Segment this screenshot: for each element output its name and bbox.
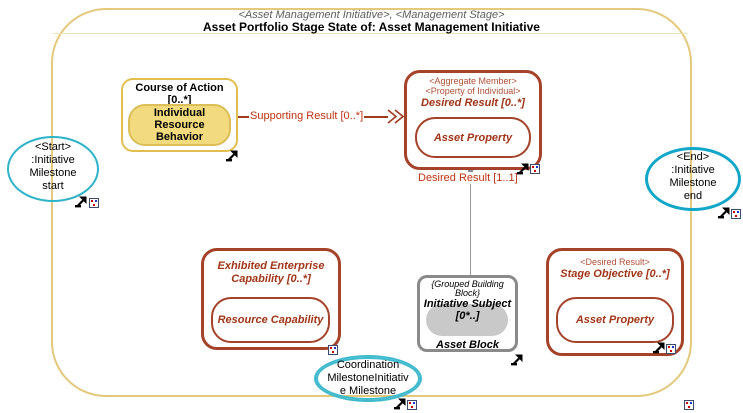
node-stage-objective[interactable]: <Desired Result> Stage Objective [0..*] … — [546, 248, 684, 356]
node-initiative-subject[interactable]: {Grouped Building Block} Initiative Subj… — [417, 275, 518, 352]
goto-arrow-icon[interactable] — [511, 354, 523, 366]
goto-arrow-icon[interactable] — [226, 150, 238, 162]
goto-arrow-icon[interactable] — [718, 207, 730, 219]
desired-result-edge-anchor — [468, 168, 473, 172]
supporting-result-label[interactable]: Supporting Result [0..*] — [249, 110, 365, 122]
element-badge-icon — [530, 164, 540, 174]
exhibited-capability-title: Exhibited Enterprise Capability [0..*] — [217, 260, 325, 285]
node-end-milestone[interactable]: <End> :Initiative Milestone end — [645, 147, 741, 211]
desired-result-stereotypes: <Aggregate Member> <Property of Individu… — [425, 76, 521, 96]
element-badge-icon — [407, 400, 417, 410]
initiative-subject-stereotype: {Grouped Building Block} — [431, 279, 504, 298]
desired-result-title: Desired Result [0..*] — [421, 97, 525, 109]
diagram-title: Asset Portfolio Stage State of: Asset Ma… — [203, 20, 540, 34]
diagram-stereotype: <Asset Management Initiative>, <Manageme… — [238, 9, 505, 21]
node-coordination-milestone[interactable]: Coordination MilestoneInitiativ e Milest… — [314, 355, 422, 402]
initiative-subject-pill — [426, 304, 508, 336]
part-asset-property[interactable]: Asset Property — [556, 297, 674, 343]
node-start-milestone[interactable]: <Start> :Initiative Milestone start — [7, 136, 99, 202]
frame-title-separator — [53, 33, 688, 34]
course-of-action-title: Course of Action [0..*] — [135, 82, 224, 106]
desired-result-edge[interactable] — [470, 171, 471, 276]
part-asset-property[interactable]: Asset Property — [415, 117, 531, 158]
initiative-subject-multiplicity: [0*..] — [455, 310, 480, 322]
goto-arrow-icon[interactable] — [75, 196, 87, 208]
part-resource-capability[interactable]: Resource Capability — [211, 297, 330, 343]
node-exhibited-capability[interactable]: Exhibited Enterprise Capability [0..*] R… — [201, 248, 341, 350]
goto-arrow-icon[interactable] — [517, 163, 529, 175]
node-desired-result[interactable]: <Aggregate Member> <Property of Individu… — [404, 70, 542, 170]
element-badge-icon — [731, 209, 741, 219]
element-badge-icon — [89, 198, 99, 208]
stage-objective-title: Stage Objective [0..*] — [560, 268, 670, 280]
asset-block-name: Asset Block — [436, 339, 499, 351]
stage-objective-stereotype: <Desired Result> — [580, 257, 650, 267]
desired-result-edge-label[interactable]: Desired Result [1..1] — [417, 172, 519, 184]
goto-arrow-icon[interactable] — [653, 342, 665, 354]
node-course-of-action[interactable]: Course of Action [0..*] Individual Resou… — [121, 78, 238, 152]
element-badge-icon — [666, 344, 676, 354]
coordination-milestone-outer-ring — [314, 355, 422, 402]
element-badge-icon — [328, 345, 338, 355]
part-individual-resource-behavior[interactable]: Individual Resource Behavior — [128, 104, 231, 146]
initiative-subject-title: Initiative Subject — [423, 298, 512, 310]
goto-arrow-icon[interactable] — [394, 398, 406, 410]
element-badge-icon — [684, 400, 694, 410]
supporting-result-arrowhead — [387, 109, 404, 124]
